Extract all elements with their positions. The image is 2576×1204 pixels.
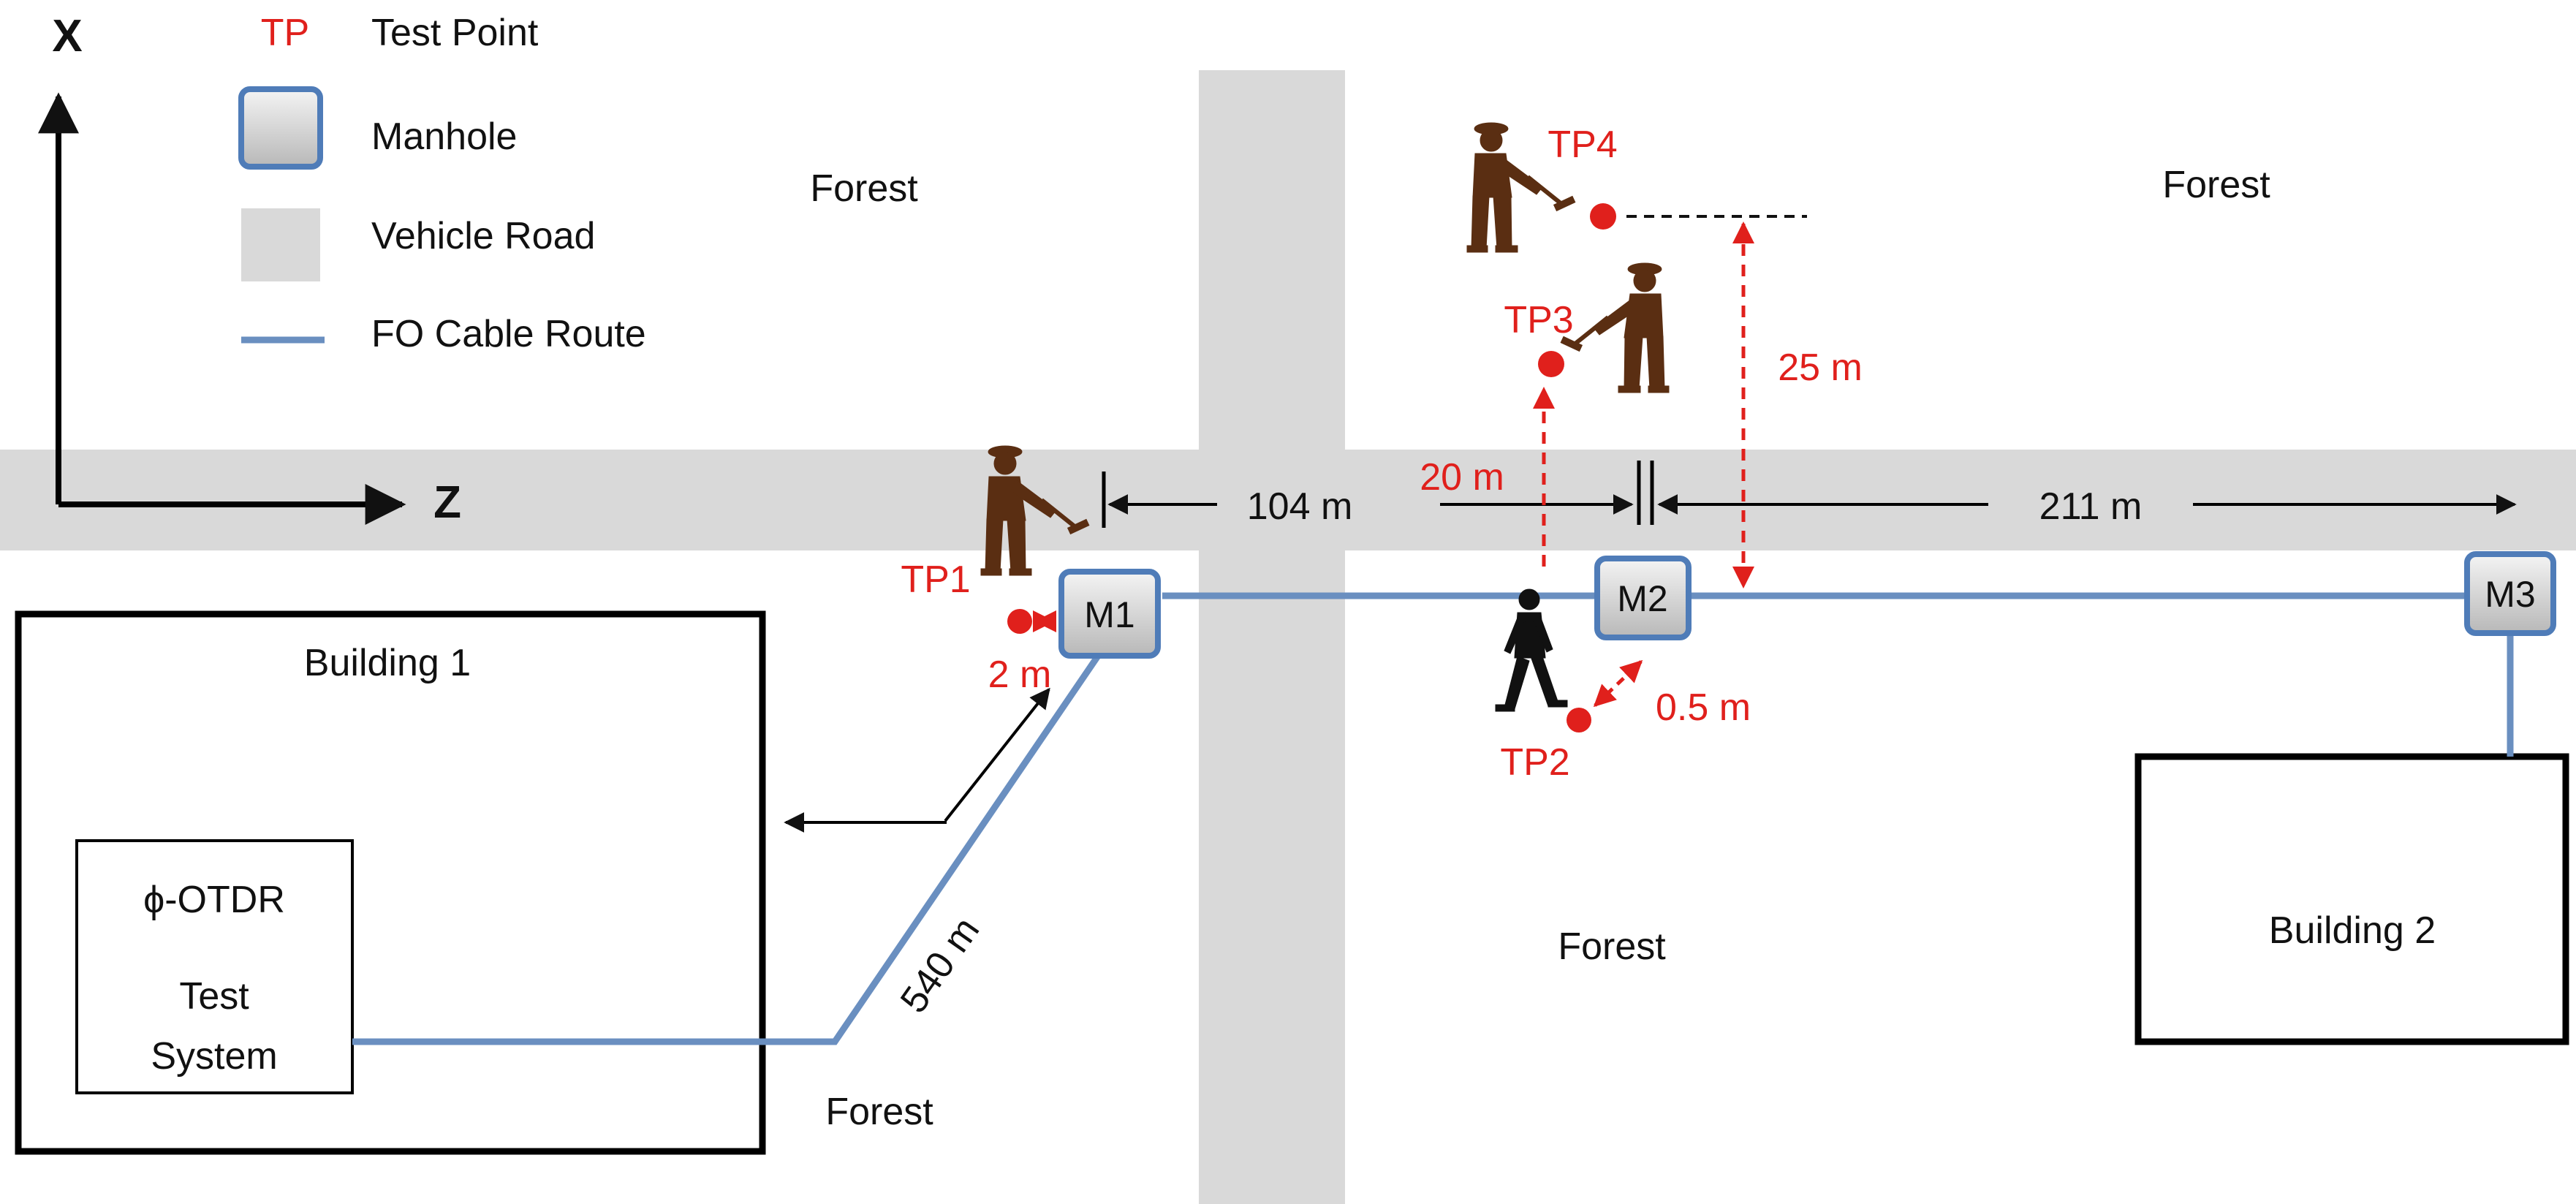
legend: TP Test Point Manhole Vehicle Road FO Ca… bbox=[238, 12, 646, 355]
fo-cable-route bbox=[352, 648, 1105, 1045]
test-point-tp4-label: TP4 bbox=[1548, 124, 1617, 166]
manhole-m1 bbox=[1058, 569, 1161, 659]
test-point-tp2-group: TP2 0.5 m bbox=[1500, 659, 1751, 784]
walking-person-icon bbox=[1495, 588, 1568, 712]
legend-manhole: Manhole bbox=[371, 116, 517, 158]
x-axis-label: X bbox=[52, 11, 82, 61]
otdr-system-line1: ϕ-OTDR bbox=[143, 879, 285, 921]
legend-tp-abbr: TP bbox=[261, 12, 309, 54]
test-point-tp3-group: TP3 20 m bbox=[1420, 299, 1574, 567]
span-211-label: 211 m bbox=[2039, 485, 2143, 528]
manhole-m2 bbox=[1594, 556, 1692, 640]
test-point-tp1-label: TP1 bbox=[901, 559, 970, 601]
forest-label-north-west: Forest bbox=[810, 167, 918, 210]
tp2-distance-arrow bbox=[1593, 659, 1643, 708]
z-axis-label: Z bbox=[433, 477, 461, 528]
test-point-tp2 bbox=[1567, 708, 1591, 732]
manhole-m2-label: M2 bbox=[1617, 578, 1667, 619]
test-point-tp2-label: TP2 bbox=[1500, 741, 1569, 784]
manhole-m3 bbox=[2464, 551, 2556, 636]
forest-label-north-east: Forest bbox=[2162, 164, 2270, 206]
test-point-tp1-group: TP1 2 m bbox=[901, 559, 1056, 696]
forest-label-south-west: Forest bbox=[825, 1091, 933, 1133]
manhole-m1-label: M1 bbox=[1084, 594, 1134, 635]
forest-label-south: Forest bbox=[1558, 925, 1666, 968]
cable-540-diagonal-arrow bbox=[944, 687, 1050, 822]
cable-540-label: 540 m bbox=[893, 909, 988, 1021]
legend-road-swatch bbox=[241, 208, 320, 281]
tp1-distance-label: 2 m bbox=[988, 654, 1052, 696]
otdr-system-line2: Test bbox=[179, 975, 249, 1018]
legend-test-point: Test Point bbox=[371, 12, 539, 54]
tp3-distance-label: 20 m bbox=[1420, 456, 1504, 499]
test-point-tp3 bbox=[1538, 351, 1564, 377]
worker-tp3-icon bbox=[1561, 263, 1669, 393]
test-point-tp1 bbox=[1007, 609, 1032, 634]
road-104-label: 104 m bbox=[1247, 485, 1353, 528]
road-vertical bbox=[1199, 70, 1345, 1204]
otdr-test-system bbox=[75, 839, 354, 1094]
otdr-system-line3: System bbox=[151, 1035, 277, 1078]
building-2-label: Building 2 bbox=[2269, 909, 2436, 952]
legend-fo-cable: FO Cable Route bbox=[371, 313, 646, 355]
tp2-distance-label: 0.5 m bbox=[1656, 686, 1751, 729]
test-point-tp4-group: TP4 25 m bbox=[1548, 124, 1863, 588]
manhole-m3-label: M3 bbox=[2485, 574, 2535, 615]
legend-vehicle-road: Vehicle Road bbox=[371, 215, 595, 257]
test-point-tp4 bbox=[1590, 203, 1616, 230]
tp4-distance-label: 25 m bbox=[1778, 347, 1863, 389]
test-point-tp3-label: TP3 bbox=[1504, 299, 1573, 341]
building-2 bbox=[2134, 753, 2569, 1045]
building-1-label: Building 1 bbox=[304, 642, 471, 684]
legend-manhole-swatch bbox=[238, 86, 323, 170]
